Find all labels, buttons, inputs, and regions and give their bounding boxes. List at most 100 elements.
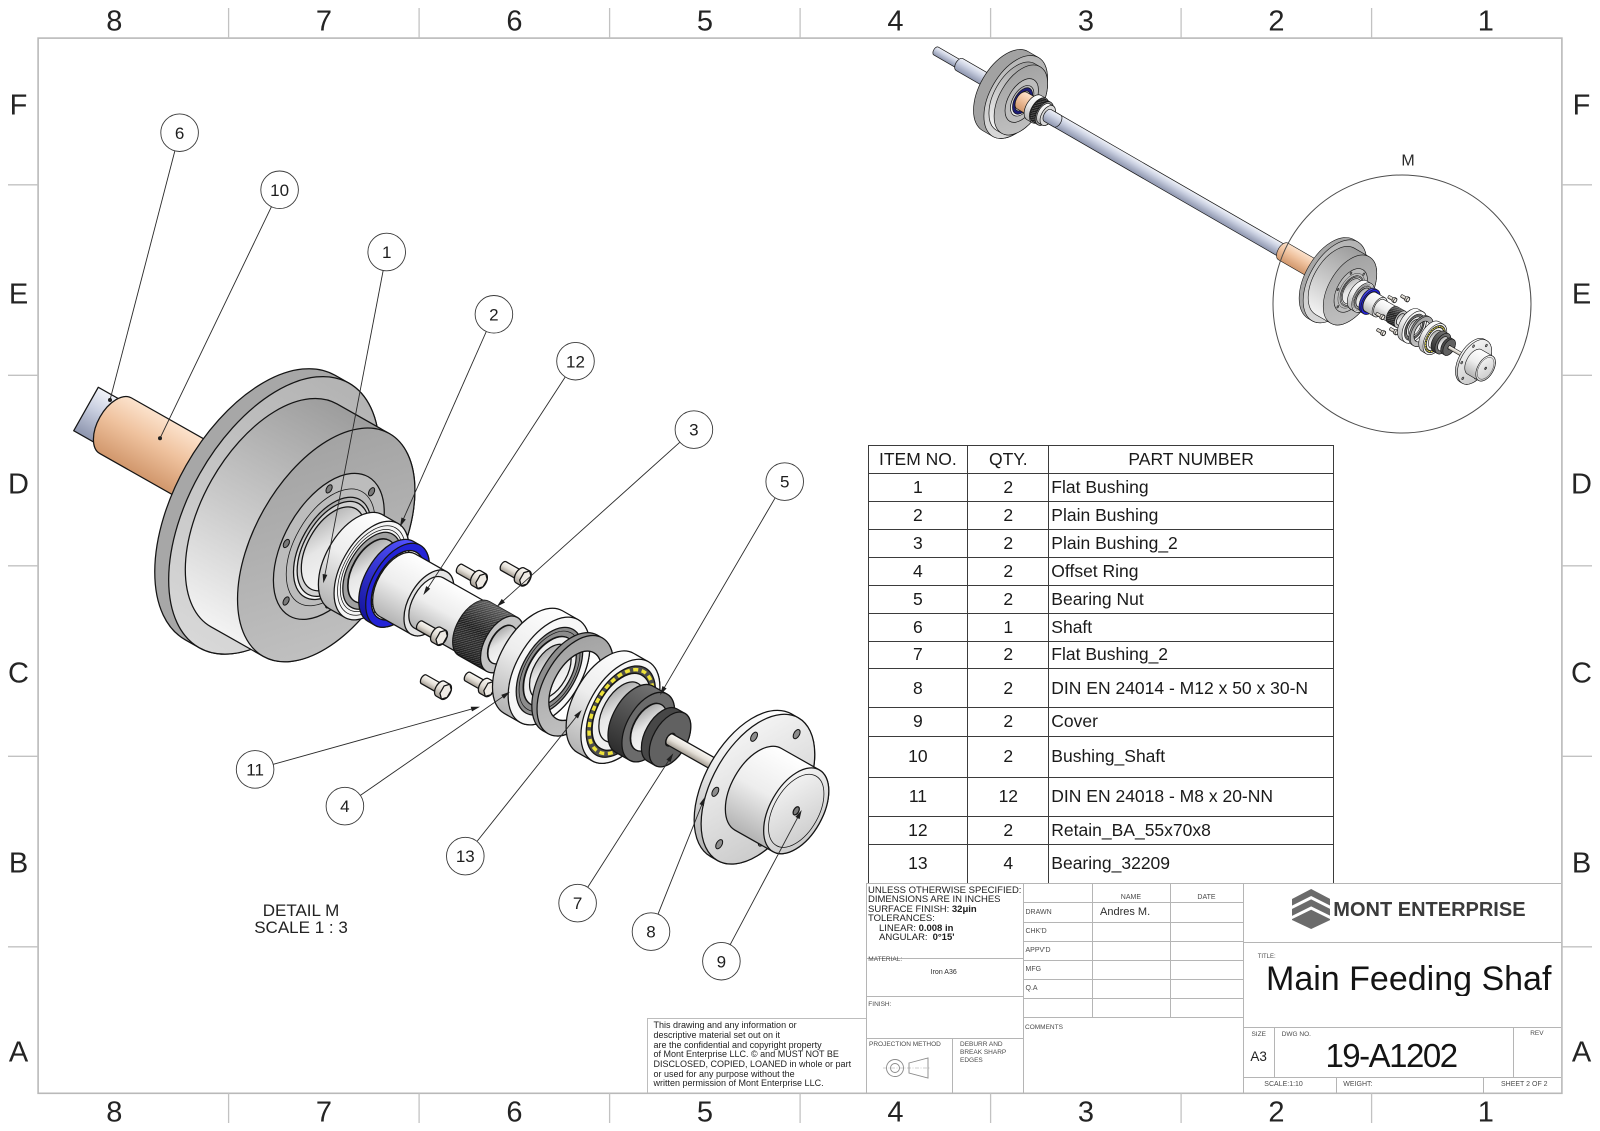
zone-column-label-top: 6 [506,5,522,37]
rev-column-rule [1512,1026,1514,1077]
weight-label: WEIGHT: [1343,1081,1373,1089]
cover-item-9-hub-chamfer [1477,357,1495,380]
rev-label: REV [1530,1029,1544,1037]
cover-item-9-center-hole [1484,366,1487,370]
logo-rule [1243,941,1561,943]
zone-column-label-top: 8 [106,5,122,37]
zone-row-label-right: C [1571,657,1592,689]
bearing-item-13-a-roller-edge [1405,315,1424,340]
bom-row: 2 2 Plain Bushing [867,501,1334,531]
bom-row: 12 2 Retain_BA_55x70x8 [867,815,1334,846]
bom-qty: 2 [967,501,1050,531]
housing-bolt-hole [1336,305,1339,309]
zone-row-label-left: F [10,89,28,121]
balloon-label: 10 [270,181,289,200]
balloon-item-12: 12 [423,341,595,595]
bom-item-no: 12 [867,815,969,846]
balloon-circle [260,170,299,210]
leader-dot [108,398,112,402]
bolt-item-11-head-face [1381,314,1386,320]
notice-line: of Mont Enterprise LLC. © and MUST NOT B… [653,1049,839,1060]
iso-shaft-exit [1042,108,1063,128]
notice-line: DISCLOSED, COPIED, LOANED in whole or pa… [653,1059,852,1069]
cover-item-9-bolt-hole [1485,343,1488,348]
tolerance-notes: UNLESS OTHERWISE SPECIFIED: DIMENSIONS A… [868,885,1021,943]
leader-arrowhead [699,796,705,806]
zone-column-label-bottom: 1 [1478,1096,1494,1128]
balloon-label: 6 [175,124,184,143]
cover-item-9-bolt-hole [715,839,724,850]
notice-line: are the confidential and copyright prope… [653,1039,822,1050]
material-rule [866,957,1023,959]
signoff-row-rule [1023,998,1243,1000]
weight-column-rule [1335,1076,1337,1093]
leader-line [402,331,487,522]
leader-line [360,694,506,796]
bolt-item-11-head-face [435,629,448,646]
housing-bolt-hole [367,487,376,497]
zone-column-label-bottom: 6 [506,1096,522,1128]
signoff-date-column-rule [1170,883,1171,1017]
zone-row-label-right: F [1573,89,1591,121]
bom-item-no: 13 [867,844,969,884]
dwg-number-rule [1243,1076,1561,1078]
tolerance-units: DIMENSIONS ARE IN INCHES [868,894,1001,906]
zone-row-label-right: D [1571,468,1592,500]
logo-icon-stripe [1291,896,1330,909]
leader-line [426,376,566,591]
surface-finish-line: SURFACE FINISH:32μin [868,904,1021,914]
balloon-label: 8 [646,923,655,942]
zone-column-label-top: 2 [1268,5,1284,37]
zone-column-label-bottom: 8 [106,1096,122,1128]
bom-item-no: 1 [867,473,969,503]
balloon-circle [367,232,406,272]
angular-tolerance-label: ANGULAR: [879,931,928,943]
detail-view-title: DETAIL M [263,901,340,920]
balloon-label: 7 [573,894,582,913]
housing-bolt-hole [282,538,290,549]
leader-arrowhead [660,686,667,695]
title-rule [1243,1026,1561,1028]
isometric-assembly-view [932,46,1496,385]
signoff-name-column-rule [1091,883,1093,1017]
bom-item-no: 6 [867,613,969,642]
bom-item-no: 3 [867,529,969,559]
bom-part-number: Shaft [1048,613,1334,642]
title-area-left-rule [1243,883,1244,1093]
leader-dot [158,436,162,441]
bom-item-no: 7 [867,640,969,670]
bom-part-number: Bearing Nut [1048,585,1334,615]
zone-column-label-top: 3 [1078,5,1094,37]
signoff-date-header: DATE [1197,893,1216,901]
signoff-role-qa: Q.A [1025,985,1038,993]
zone-row-label-right: A [1572,1036,1592,1068]
tolerance-block-right-rule [1023,883,1024,1093]
bom-part-number: Flat Bushing [1048,473,1334,503]
bom-row: 1 2 Flat Bushing [867,473,1334,503]
zone-column-label-top: 5 [697,5,713,37]
bolt-item-11-head-face [475,573,488,590]
company-name: MONT ENTERPRISE [1333,898,1526,921]
dwg-number-label: DWG NO. [1281,1030,1311,1038]
signoff-role-approved: APPV'D [1025,947,1051,955]
notice-line: written permission of Mont Enterprise LL… [653,1078,824,1089]
leader-line [729,815,800,945]
bom-header-row: ITEM NO. QTY. PART NUMBER [867,444,1334,475]
balloon-item-9: 9 [702,810,802,981]
detail-m-marker-label: M [1401,153,1414,170]
bom-row: 9 2 Cover [867,707,1334,737]
balloon-circle [235,750,275,789]
balloon-item-7: 7 [558,753,674,923]
projection-cone [908,1057,929,1079]
balloon-label: 2 [489,305,498,324]
balloon-item-8: 8 [631,796,705,951]
balloon-circle [474,295,514,334]
bolt-item-11-head-face [1406,297,1411,303]
bolt-item-11-head-face [519,570,532,587]
bom-qty: 2 [967,557,1050,587]
signoff-row-rule [1023,979,1243,981]
angular-tolerance-line: ANGULAR:0°15' [868,931,1021,943]
deburr-note-line: BREAK SHARP [960,1048,1007,1056]
bill-of-materials: ITEM NO. QTY. PART NUMBER 1 2 Flat Bushi… [867,444,1334,884]
balloon-circle [160,113,199,152]
